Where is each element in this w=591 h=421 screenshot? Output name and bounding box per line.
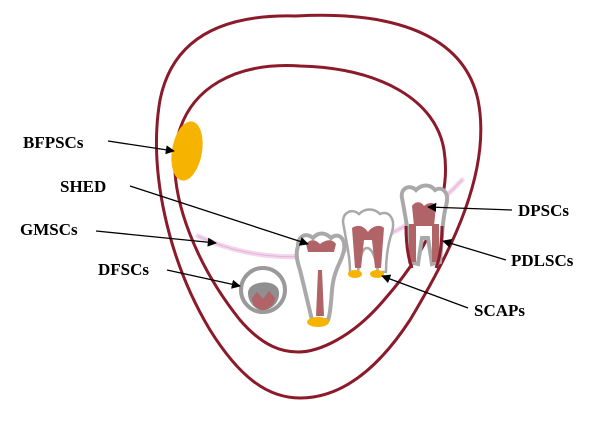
label-scaps: SCAPs [474,301,525,320]
label-shed: SHED [60,177,106,196]
deciduous-tooth [297,234,345,328]
label-dpscs: DPSCs [518,201,569,220]
arrow-bfpscs [108,141,174,151]
arrow-shed [130,186,308,244]
label-dfscs: DFSCs [98,260,149,279]
tooth-germ-follicle [241,268,285,312]
label-pdlscs: PDLSCs [511,251,574,270]
immature-permanent-tooth [343,210,393,279]
arrow-scaps [382,276,468,308]
arrow-dfscs [167,270,240,286]
label-gmscs: GMSCs [20,220,78,239]
arrow-pdlscs [443,241,506,260]
adult-molar [402,186,447,269]
label-bfpscs: BFPSCs [23,133,84,152]
